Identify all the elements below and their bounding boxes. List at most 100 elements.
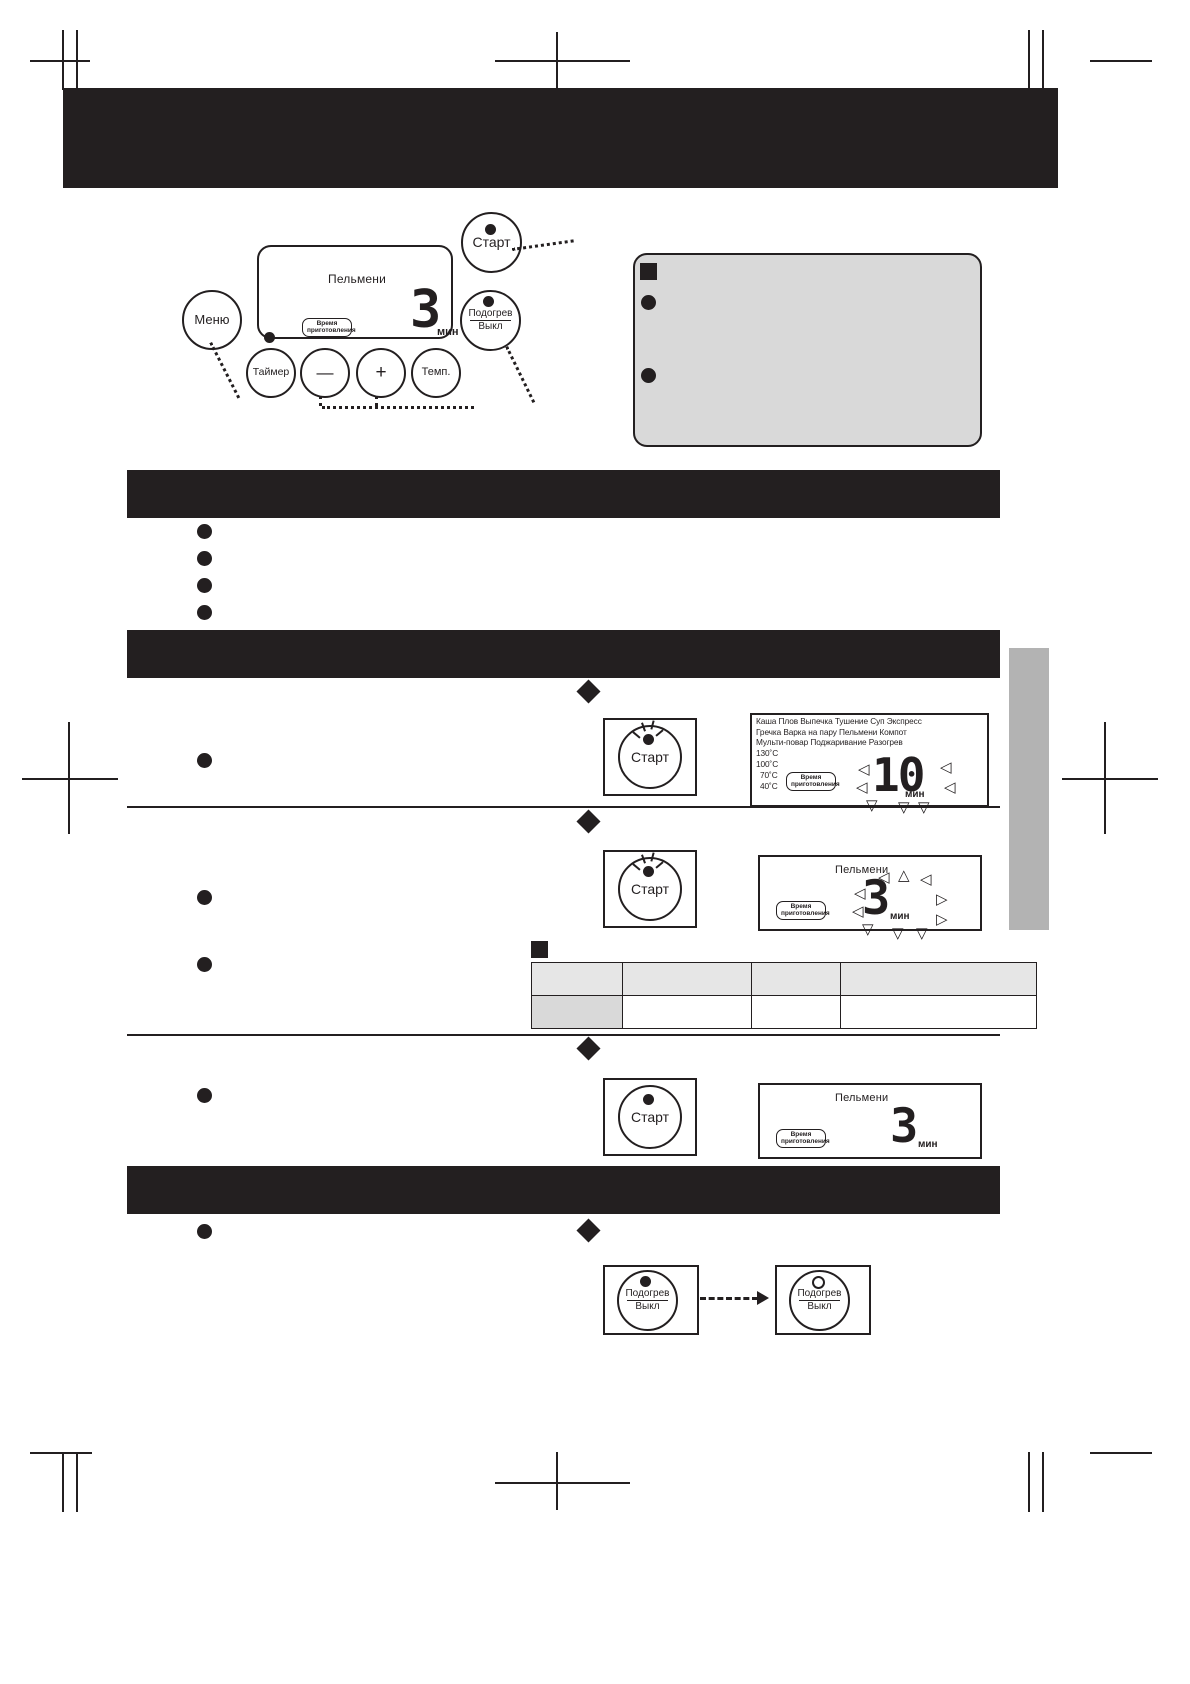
step-2-blink-indicator: ◁ ◁ ▽ ◁ △ ◁ ▷ ▷ ▽ ▽ bbox=[852, 867, 948, 942]
step-3-bullet bbox=[197, 957, 212, 972]
step-1-menu-row-3: Мульти-повар Поджаривание Разогрев bbox=[756, 737, 903, 747]
button-timer[interactable]: Таймер bbox=[246, 348, 296, 398]
step-1-temp-4: 40˚C bbox=[760, 781, 778, 791]
crop-mark-top-center-h bbox=[495, 60, 630, 62]
step-3-table bbox=[531, 962, 1037, 1029]
crop-mark-top-right-v2 bbox=[1042, 30, 1044, 90]
button-keep-warm-led bbox=[483, 296, 494, 307]
step-2-cook-time-tag: Время приготовления bbox=[776, 901, 830, 920]
step-1-marker-diamond bbox=[576, 679, 601, 704]
step-4-cook-time-line1: Время bbox=[790, 1131, 812, 1138]
step-5-from-led bbox=[640, 1276, 651, 1287]
crop-mark-top-left-h bbox=[30, 60, 90, 62]
step-2-start-label: Старт bbox=[630, 880, 670, 897]
table-row bbox=[531, 995, 1037, 1029]
button-plus-label: + bbox=[375, 362, 387, 384]
crop-mark-top-right-v bbox=[1028, 30, 1030, 90]
section-2-bullet-3 bbox=[197, 578, 212, 593]
info-box bbox=[633, 253, 982, 447]
step-4-start-button[interactable]: Старт bbox=[618, 1085, 682, 1149]
section-header-bar-1 bbox=[63, 88, 1058, 188]
table-header-cell-3 bbox=[751, 962, 841, 996]
page-side-tab bbox=[1009, 648, 1049, 930]
step-2-bullet bbox=[197, 890, 212, 905]
step-1-menu-row-1: Каша Плов Выпечка Тушение Суп Экспресс bbox=[756, 716, 922, 726]
step-1-start-label: Старт bbox=[630, 748, 670, 765]
table-cell-2 bbox=[622, 995, 752, 1029]
button-start[interactable]: Старт bbox=[461, 212, 522, 273]
step-1-cook-time-line2: приготовления bbox=[791, 780, 840, 788]
crop-mark-bottom-center-h bbox=[495, 1482, 630, 1484]
button-minus[interactable]: — bbox=[300, 348, 350, 398]
button-temp[interactable]: Темп. bbox=[411, 348, 461, 398]
step-4-start-led bbox=[643, 1094, 654, 1105]
step-2-cook-time-line2: приготовления bbox=[781, 909, 830, 917]
step-1-start-led bbox=[643, 734, 654, 745]
leader-line-keep-warm bbox=[505, 346, 536, 404]
step-4-program-name: Пельмени bbox=[835, 1092, 889, 1104]
cook-time-tag-line1: Время bbox=[316, 320, 338, 327]
step-1-blink-indicator: ◁ ◁ ▽ ◁ ◁ ▽ ▽ bbox=[856, 759, 956, 815]
crop-mark-bottom-right-v2 bbox=[1042, 1452, 1044, 1512]
step-4-time-value: 3 bbox=[890, 1099, 918, 1154]
step-4-cook-time-line2: приготовления bbox=[781, 1137, 830, 1145]
section-header-bar-3 bbox=[127, 630, 1000, 678]
table-cell-4 bbox=[840, 995, 1037, 1029]
button-plus[interactable]: + bbox=[356, 348, 406, 398]
crop-mark-bottom-right-v bbox=[1028, 1452, 1030, 1512]
crop-mark-mid-left-v bbox=[68, 722, 70, 834]
step-1-time-value: 10 bbox=[872, 748, 925, 802]
crop-mark-bottom-left-v2 bbox=[76, 1452, 78, 1512]
button-temp-label: Темп. bbox=[421, 366, 451, 379]
crop-mark-mid-left-h bbox=[22, 778, 118, 780]
table-cell-1 bbox=[531, 995, 623, 1029]
crop-mark-top-left-v2 bbox=[76, 30, 78, 90]
step-1-temp-3: 70˚C bbox=[760, 770, 778, 780]
step-2-time-value: 3 bbox=[862, 871, 890, 926]
crop-mark-mid-right-v bbox=[1104, 722, 1106, 834]
crop-mark-bottom-right-h bbox=[1090, 1452, 1152, 1454]
step-5-to-label-top: Подогрев bbox=[797, 1287, 842, 1299]
step-5-transition-arrowhead bbox=[757, 1291, 769, 1305]
step-5-to-label-bottom: Выкл bbox=[799, 1300, 840, 1313]
step-2-program-name: Пельмени bbox=[835, 864, 889, 876]
button-keep-warm-label-top: Подогрев bbox=[468, 307, 513, 319]
crop-mark-bottom-center-v bbox=[556, 1452, 558, 1510]
step-1-bullet bbox=[197, 753, 212, 768]
step-1-temp-1: 130˚C bbox=[756, 748, 779, 758]
step-1-time-unit: мин bbox=[905, 789, 925, 800]
step-1-cook-time-line1: Время bbox=[800, 774, 822, 781]
lcd-time-unit: мин bbox=[437, 326, 459, 338]
info-box-marker-bullet-1 bbox=[641, 295, 656, 310]
button-minus-label: — bbox=[316, 363, 334, 383]
button-menu[interactable]: Меню bbox=[182, 290, 242, 350]
step-5-from-label-top: Подогрев bbox=[625, 1287, 670, 1299]
crop-mark-top-center-v bbox=[556, 32, 558, 90]
lcd-program-name: Пельмени bbox=[328, 272, 387, 286]
step-2-led-blink-rays bbox=[630, 852, 666, 874]
table-cell-3 bbox=[751, 995, 841, 1029]
button-start-led bbox=[485, 224, 496, 235]
lcd-cook-time-tag: Время приготовления bbox=[302, 318, 356, 337]
control-panel-diagram: Пельмени 3 мин Время приготовления Меню … bbox=[160, 200, 610, 420]
crop-mark-top-right-h bbox=[1090, 60, 1152, 62]
step-5-from-label-bottom: Выкл bbox=[627, 1300, 668, 1313]
crop-mark-bottom-left-h bbox=[30, 1452, 92, 1454]
crop-mark-top-left-v bbox=[62, 30, 64, 90]
step-3-separator bbox=[127, 1034, 1000, 1036]
step-4-marker-diamond bbox=[576, 1036, 601, 1061]
table-header-cell-1 bbox=[531, 962, 623, 996]
step-2-time-unit: мин bbox=[890, 911, 910, 922]
step-5-bullet bbox=[197, 1224, 212, 1239]
leader-line-plus-minus-h bbox=[322, 406, 474, 409]
step-1-led-blink-rays bbox=[630, 720, 666, 742]
leader-line-plus-minus-2 bbox=[375, 396, 378, 406]
table-header-cell-2 bbox=[622, 962, 752, 996]
step-1-temp-2: 100˚C bbox=[756, 759, 779, 769]
info-box-marker-bullet-2 bbox=[641, 368, 656, 383]
step-2-cook-time-line1: Время bbox=[790, 903, 812, 910]
step-4-bullet bbox=[197, 1088, 212, 1103]
lcd-time-value: 3 bbox=[410, 280, 441, 340]
section-2-bullet-4 bbox=[197, 605, 212, 620]
step-5-marker-diamond bbox=[576, 1218, 601, 1243]
